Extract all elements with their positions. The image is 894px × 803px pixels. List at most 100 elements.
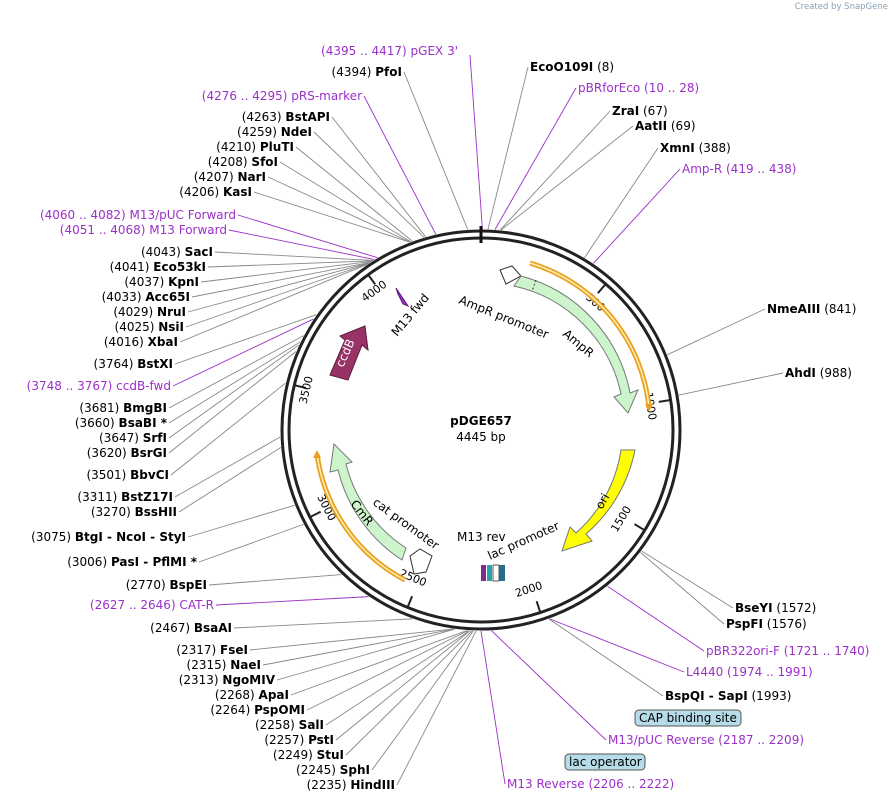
feature-label-ori: ori — [592, 491, 612, 512]
enzyme-site-label: EcoO109I (8) — [530, 60, 614, 74]
enzyme-site-label: (4263) BstAPI — [242, 110, 330, 124]
cat-primer-arrowhead — [313, 450, 321, 458]
enzyme-site-label: (4206) KasI — [179, 185, 252, 199]
enzyme-site-label: (4259) NdeI — [237, 125, 312, 139]
callout-line — [640, 552, 725, 625]
enzyme-site-label: (4029) NruI — [113, 305, 186, 319]
enzyme-site-label: (2257) PstI — [264, 733, 334, 747]
enzyme-site-label: (2258) SalI — [255, 718, 324, 732]
callout-line — [363, 95, 437, 235]
callout-line — [593, 168, 681, 264]
tick-mark — [658, 398, 671, 403]
snapgene-branding: Created by SnapGene — [794, 2, 888, 12]
callout-lines — [168, 54, 784, 786]
primer-label: pBR322ori-F (1721 .. 1740) — [706, 644, 869, 658]
enzyme-site-label: (3764) BstXI — [94, 357, 173, 371]
amp-primer-arc — [529, 260, 652, 409]
callout-line — [494, 87, 577, 230]
primer-label: (4276 .. 4295) pRS-marker — [202, 89, 362, 103]
callout-line — [276, 628, 455, 681]
primer-label: (4051 .. 4068) M13 Forward — [60, 223, 227, 237]
callout-line — [267, 176, 411, 243]
tick-mark — [367, 274, 377, 285]
enzyme-site-label: (2249) StuI — [273, 748, 344, 762]
primer-label: L4440 (1974 .. 1991) — [686, 665, 813, 679]
callout-line — [178, 447, 282, 513]
callout-line — [331, 116, 426, 238]
enzyme-site-label: (4207) NarI — [194, 170, 266, 184]
callout-line — [172, 318, 314, 387]
callout-line — [678, 372, 784, 396]
enzyme-site-label: (2467) BsaAI — [150, 621, 232, 635]
primer-label: M13 Reverse (2206 .. 2222) — [507, 777, 674, 791]
callout-line — [233, 618, 413, 629]
callout-line — [214, 251, 374, 261]
feature-label-m13-rev: M13 rev — [457, 530, 506, 544]
enzyme-site-label: ZraI (67) — [612, 104, 668, 118]
enzyme-site-label: (4016) XbaI — [104, 335, 178, 349]
callout-line — [253, 191, 410, 243]
enzyme-site-label: (4025) NsiI — [115, 320, 184, 334]
callout-line — [667, 308, 766, 356]
tick-label: 3500 — [297, 375, 316, 405]
enzyme-site-label: (4037) KpnI — [124, 275, 199, 289]
callout-line — [499, 110, 611, 231]
enzyme-site-label: XmnI (388) — [660, 141, 731, 155]
enzyme-site-label: (2317) FseI — [176, 643, 248, 657]
callout-line — [641, 550, 734, 609]
callout-line — [200, 260, 372, 283]
enzyme-site-label: AatII (69) — [635, 119, 696, 133]
callout-line — [168, 335, 304, 409]
enzyme-site-label: (3501) BbvCI — [86, 468, 169, 482]
tick-mark — [309, 510, 322, 519]
callout-line — [249, 628, 454, 651]
enzyme-site-label: (3006) PasI - PflMI * — [67, 555, 198, 569]
enzyme-site-label: (2264) PspOMI — [210, 703, 305, 717]
callout-line — [345, 630, 473, 756]
lac-operator-label: lac operator — [569, 755, 642, 769]
callout-line — [549, 618, 685, 673]
enzyme-site-label: BseYI (1572) — [735, 601, 816, 615]
primer-label: (4060 .. 4082) M13/pUC Forward — [40, 208, 236, 222]
primer-label: Amp-R (419 .. 438) — [682, 162, 796, 176]
ori-arrow — [561, 449, 636, 552]
enzyme-site-label: NmeAIII (841) — [767, 302, 856, 316]
callout-line — [313, 131, 425, 238]
callout-line — [290, 630, 468, 696]
enzyme-site-label: BspQI - SapI (1993) — [665, 689, 791, 703]
enzyme-site-label: (3270) BssHII — [91, 505, 177, 519]
callout-line — [207, 260, 373, 268]
enzyme-site-label: (4041) Eco53kI — [110, 260, 206, 274]
enzyme-site-label: (4210) PluTI — [216, 140, 294, 154]
callout-line — [198, 523, 304, 563]
m13-rev-marker — [481, 565, 486, 581]
callout-line — [487, 66, 529, 230]
callout-line — [187, 504, 295, 538]
enzyme-site-label: (4043) SacI — [141, 245, 213, 259]
callout-line — [584, 147, 659, 258]
enzyme-site-label: (3647) SrfI — [99, 431, 167, 445]
callout-line — [174, 314, 317, 365]
plasmid-size: 4445 bp — [456, 430, 506, 444]
cat-promoter-arrow — [409, 548, 433, 575]
amp-primer-arrowhead — [645, 404, 653, 412]
callout-line — [548, 618, 664, 697]
enzyme-site-label: (3681) BmgBI — [79, 401, 167, 415]
callout-line — [185, 262, 369, 328]
callout-line — [237, 214, 378, 259]
ccdb-arrow — [329, 325, 369, 381]
feature-label-ampr-promoter: AmpR promoter — [457, 293, 551, 342]
enzyme-site-label: (3620) BsrGI — [87, 446, 167, 460]
ampr-arrow — [513, 275, 639, 414]
cmr-arrow — [329, 442, 407, 561]
tick-mark — [597, 283, 607, 294]
m13-fwd-marker — [395, 287, 410, 308]
primer-label: pBRforEco (10 .. 28) — [578, 81, 699, 95]
enzyme-site-label: (2268) ApaI — [215, 688, 289, 702]
callout-line — [295, 146, 413, 242]
primer-label: (2627 .. 2646) CAT-R — [90, 598, 214, 612]
callout-line — [403, 71, 469, 230]
callout-line — [607, 585, 705, 652]
enzyme-site-label: AhdI (988) — [785, 366, 852, 380]
